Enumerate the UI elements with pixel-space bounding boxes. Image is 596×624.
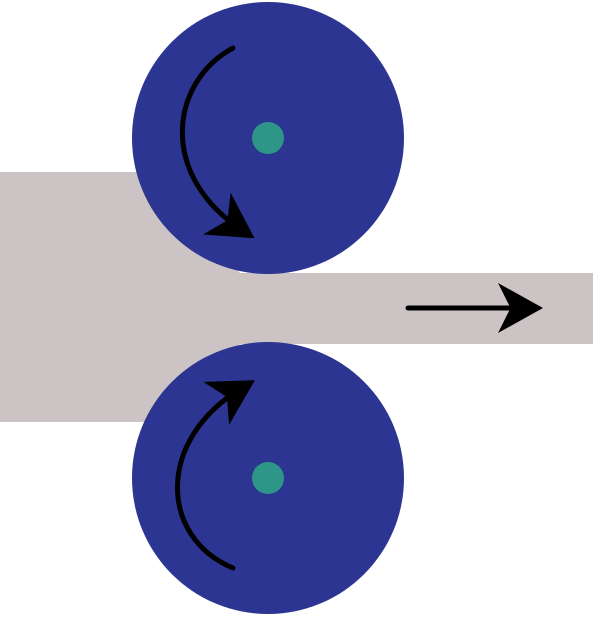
top-roller-axle — [252, 122, 284, 154]
counterclockwise-arrow-icon — [175, 380, 255, 571]
metal-sheet — [0, 172, 593, 422]
top-roller — [132, 2, 404, 274]
bottom-roller — [132, 342, 404, 614]
bottom-roller-axle — [252, 462, 284, 494]
clockwise-arrow-icon — [180, 45, 255, 239]
